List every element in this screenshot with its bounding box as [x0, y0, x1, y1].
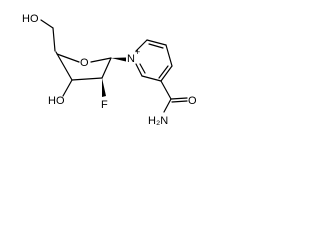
bond-c4-c5py — [160, 65, 173, 82]
ribose-ring — [55, 51, 126, 97]
bond-c-o-double — [171, 100, 188, 103]
bond-c6-n — [135, 63, 143, 77]
bond-c-n — [163, 98, 172, 113]
bond-c4-c5py-double — [158, 65, 169, 79]
label-amide-nh2: H₂N — [148, 115, 168, 127]
bond-c5-c6py — [141, 75, 162, 82]
hydroxymethyl-group — [40, 19, 56, 52]
label-hydroxyl-oh: HO — [48, 95, 65, 107]
label-pyridinium-charge: + — [135, 47, 140, 57]
bond-n-c2py — [135, 39, 148, 52]
bond-c4-o — [56, 53, 80, 63]
pyridinium-ring — [135, 39, 173, 82]
label-carbonyl-o: O — [188, 95, 197, 107]
wedge-bond-c1-n — [111, 57, 126, 62]
molecule-structure: HO O N + HO F O H₂N — [22, 13, 197, 127]
bond-o-ch2 — [40, 19, 54, 29]
bond-ch2-c4 — [52, 27, 56, 52]
bond-c3-oh — [62, 79, 73, 97]
bond-c6-n-double — [139, 63, 146, 74]
bond-c1-c2 — [101, 57, 112, 79]
bond-c3-c4 — [55, 51, 73, 81]
label-pyridinium-n: N — [127, 53, 135, 65]
label-fluorine: F — [101, 99, 108, 111]
structure-canvas: HO O N + HO F O H₂N — [0, 0, 225, 138]
label-hydroxymethyl-oh: HO — [22, 13, 39, 25]
bond-c2-c3py — [146, 39, 167, 46]
bond-c2-c3 — [71, 77, 103, 81]
bond-c3-c4py — [165, 44, 173, 67]
label-ring-oxygen: O — [80, 57, 89, 69]
wedge-bond-c2-f — [102, 78, 106, 97]
bond-c2-c3py-double — [148, 43, 164, 49]
bond-ring-carbonyl — [160, 80, 172, 100]
bond-o-c1 — [90, 57, 112, 63]
bond-c-o — [170, 97, 188, 100]
carboxamide-group — [160, 80, 188, 113]
